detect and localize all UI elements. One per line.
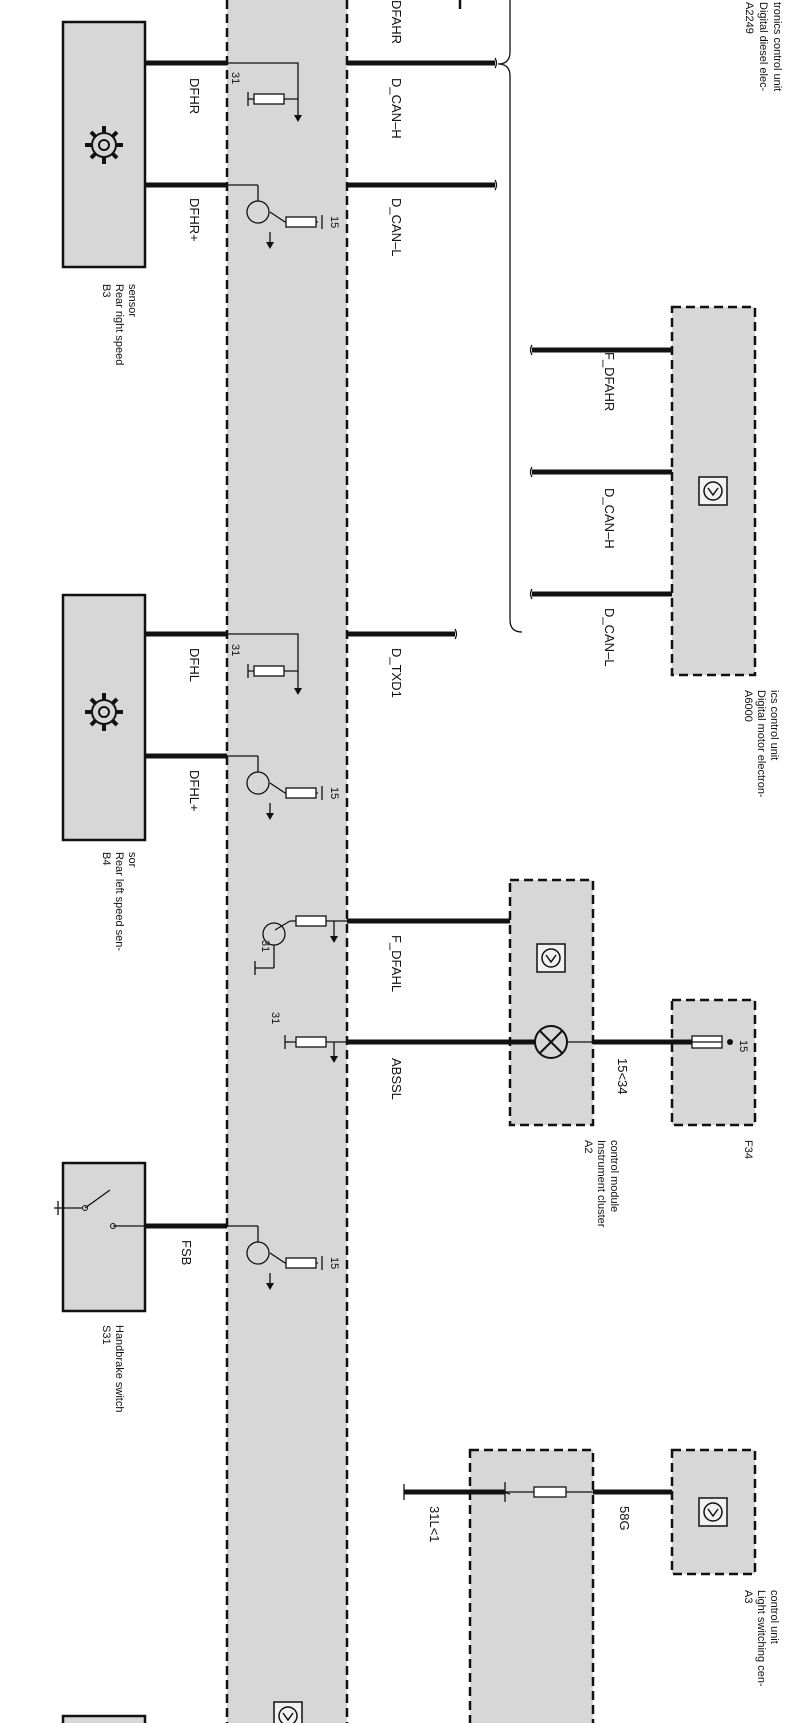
terminal-15-b: 15 <box>328 787 340 799</box>
b4-label: B4 Rear left speed sen- sor <box>100 852 138 951</box>
b4-code: B4 <box>100 852 112 865</box>
b4-desc-1: Rear left speed sen- <box>113 852 125 951</box>
b4-desc-2: sor <box>126 852 138 868</box>
control-unit-icon <box>536 943 566 973</box>
label-dtxd1: D_TXD1 <box>389 648 404 698</box>
label-dcanh-2: D_CAN–H <box>602 488 617 549</box>
transistor-circuit-f-dfahl: 31 <box>254 915 347 975</box>
a3-desc-1: Light switching cen- <box>755 1590 767 1687</box>
label-58g: 58G <box>617 1506 632 1531</box>
a3-desc-2: control unit <box>768 1590 780 1644</box>
label-f-dfahr: F_DFAHR <box>602 352 617 411</box>
can-brace <box>497 0 523 633</box>
terminal-31-b: 31 <box>229 644 241 656</box>
label-fsb: FSB <box>179 1240 194 1265</box>
label-abssl: ABSSL <box>389 1058 404 1100</box>
a2-desc-2: control module <box>608 1140 620 1212</box>
control-unit-body <box>227 0 347 1723</box>
s31-switch-box <box>61 1161 147 1313</box>
a3-label: A3 Light switching cen- control unit <box>742 1590 780 1687</box>
pull-down-circuit-dfhr: 31 <box>227 62 302 122</box>
label-dcanl-1: D_CAN–L <box>389 198 404 257</box>
f34-code: F34 <box>742 1140 754 1159</box>
b3-desc-2: sensor <box>126 284 138 317</box>
a2-code: A2 <box>582 1140 594 1153</box>
warning-lamp-icon <box>534 1025 568 1059</box>
control-unit-icon <box>273 1701 303 1723</box>
a2-box <box>508 878 595 1127</box>
control-unit-icon <box>698 476 728 506</box>
label-dfhr-plus: DFHR+ <box>187 198 202 242</box>
transistor-circuit-dfhl-plus: 15 <box>227 755 340 820</box>
label-dfahr: DFAHR <box>389 0 404 44</box>
terminal-31-d: 31 <box>269 1012 281 1024</box>
b3-desc-1: Rear right speed <box>113 284 125 365</box>
s31-code: S31 <box>100 1325 112 1345</box>
transistor-circuit-fsb: 15 <box>227 1225 340 1290</box>
s31-desc-1: Handbrake switch <box>113 1325 125 1412</box>
b3-label: B3 Rear right speed sensor <box>100 284 138 365</box>
control-unit-icon <box>698 1497 728 1527</box>
a6000-code: A6000 <box>742 690 754 722</box>
terminal-15-c: 15 <box>328 1257 340 1269</box>
f34-box <box>670 998 757 1127</box>
label-f-dfahl: F_DFAHL <box>389 935 404 992</box>
label-dfhl-plus: DFHL+ <box>187 770 202 812</box>
light-module-box <box>468 1448 595 1723</box>
a2249-code: A2249 <box>743 2 755 34</box>
transistor-circuit-dfhr-plus: 15 <box>227 184 340 249</box>
a2-desc-1: Instrument cluster <box>595 1140 607 1228</box>
a2249-desc-1: Digital diesel elec- <box>757 2 769 92</box>
gear-icon <box>85 693 123 731</box>
gear-icon <box>85 126 123 164</box>
label-dcanh-1: D_CAN–H <box>389 78 404 139</box>
a6000-label: A6000 Digital motor electron- ics contro… <box>742 690 780 798</box>
label-31l1: 31L<1 <box>427 1506 442 1543</box>
pull-down-circuit-dfhl: 31 <box>227 633 302 695</box>
a2-label: A2 Instrument cluster control module <box>582 1140 620 1228</box>
b3-sensor-box <box>61 20 147 269</box>
terminal-15-a: 15 <box>328 216 340 228</box>
s31-label: S31 Handbrake switch <box>100 1325 125 1412</box>
a2249-label: A2249 Digital diesel elec- tronics contr… <box>743 2 783 92</box>
terminal-15-f34: 15 <box>737 1040 749 1052</box>
terminal-31-c: 31 <box>259 940 271 952</box>
a2249-desc-2: tronics control unit <box>771 2 783 91</box>
label-dfhr: DFHR <box>187 78 202 114</box>
pull-down-circuit-abssl: 31 <box>269 1012 347 1063</box>
a6000-desc-2: ics control unit <box>768 690 780 760</box>
a6000-desc-1: Digital motor electron- <box>755 690 767 798</box>
switch-icon <box>54 1189 145 1229</box>
label-dfhl: DFHL <box>187 648 202 682</box>
label-dcanl-2: D_CAN–L <box>602 608 617 667</box>
a3-code: A3 <box>742 1590 754 1603</box>
b3-code: B3 <box>100 284 112 297</box>
terminal-31-a: 31 <box>229 72 241 84</box>
partial-component-box <box>61 1714 147 1723</box>
label-15-34: 15<34 <box>615 1058 630 1095</box>
